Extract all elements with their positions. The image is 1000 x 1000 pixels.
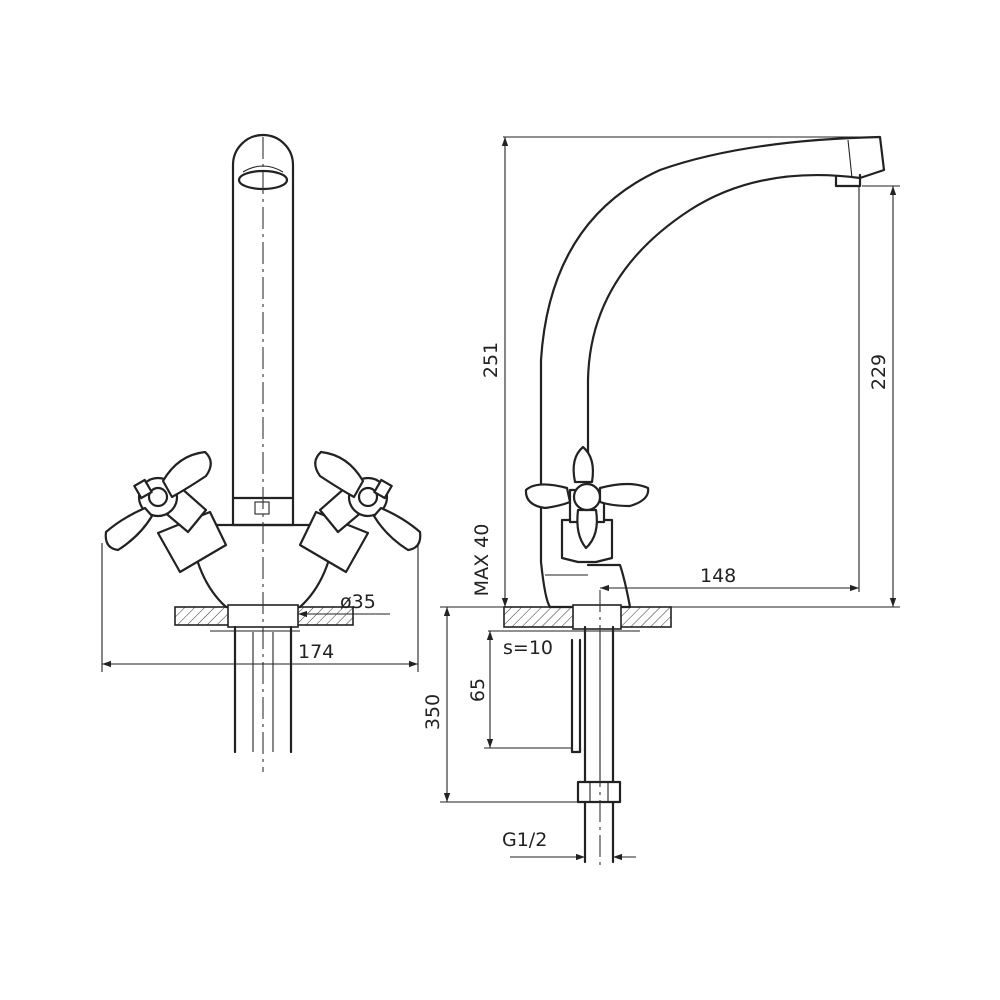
side-connector-nut bbox=[576, 780, 622, 804]
front-left-valve bbox=[104, 450, 228, 574]
front-view bbox=[104, 133, 422, 772]
dim-deck-thickness: s=10 bbox=[503, 637, 553, 659]
side-spout bbox=[539, 135, 886, 497]
dim-shank-length: 350 bbox=[422, 694, 444, 730]
dim-reach: 148 bbox=[700, 565, 736, 587]
front-dimensions: 174 ø35 bbox=[101, 543, 419, 672]
side-view bbox=[488, 135, 886, 870]
front-spout-tube bbox=[231, 133, 295, 527]
dim-height-spout: 229 bbox=[868, 354, 890, 390]
side-shank bbox=[583, 625, 615, 784]
dim-connection: G1/2 bbox=[502, 829, 547, 851]
dim-handle-span: 174 bbox=[298, 641, 334, 663]
dim-deck-max: MAX 40 bbox=[471, 524, 493, 597]
side-valve-handle bbox=[524, 445, 650, 564]
dim-base-diameter: ø35 bbox=[340, 591, 376, 613]
side-dimensions: 251 229 148 MAX 40 350 65 s=10 G1/2 bbox=[422, 136, 900, 861]
front-shanks bbox=[233, 625, 293, 754]
dim-height-total: 251 bbox=[480, 342, 502, 378]
front-right-valve bbox=[298, 450, 422, 574]
dim-thread-length: 65 bbox=[467, 678, 489, 702]
